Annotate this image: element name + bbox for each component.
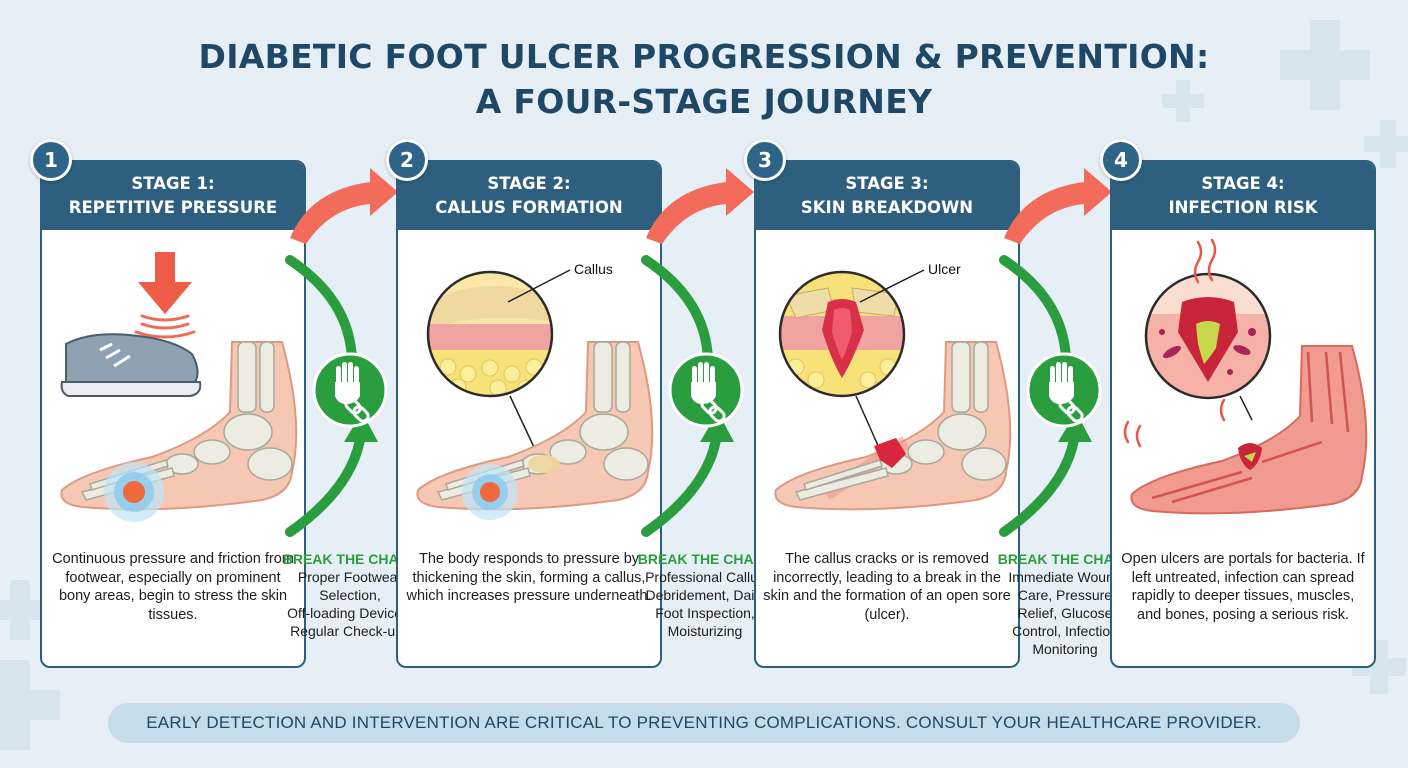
break-chain-3-item: Care, Pressure	[1017, 587, 1113, 603]
stage-1-title: STAGE 1:	[131, 174, 215, 193]
callout-label-callus: Callus	[574, 261, 613, 277]
break-chain-1-title: BREAK THE CHAIN:	[282, 551, 418, 567]
break-chain-2-item: Debridement, Daily	[645, 587, 765, 603]
break-chain-1-item: Selection,	[319, 587, 381, 603]
curved-arrow-icon	[285, 255, 357, 365]
stage-2-card: STAGE 2: CALLUS FORMATION Callus	[396, 160, 662, 668]
stage-2-subtitle: CALLUS FORMATION	[435, 198, 623, 217]
stage-1-illustration	[60, 252, 298, 522]
progress-arrow-icon	[1004, 168, 1112, 244]
break-chain-2-item: Professional Callus	[645, 569, 765, 585]
break-chain-1: BREAK THE CHAIN: Proper Footwear Selecti…	[280, 550, 420, 640]
break-chain-badge	[312, 352, 388, 428]
infection-closeup	[1146, 274, 1270, 398]
connector-3	[999, 168, 1112, 537]
stage-3-description: The callus cracks or is removed incorrec…	[763, 551, 1011, 623]
stage-2-description: The body responds to pressure by thicken…	[406, 551, 652, 604]
chain-link-icon	[700, 397, 726, 423]
break-chain-3: BREAK THE CHAIN: Immediate Wound Care, P…	[992, 550, 1138, 658]
infected-foot-icon	[1130, 345, 1368, 515]
stage-4-description: Open ulcers are portals for bacteria. If…	[1121, 551, 1365, 623]
down-arrow-icon	[138, 252, 192, 314]
stage-4-card: STAGE 4: INFECTION RISK	[1110, 160, 1376, 668]
break-chain-badge	[1026, 352, 1102, 428]
progress-arrow-icon	[646, 168, 754, 244]
break-chain-1-item: Proper Footwear	[297, 569, 403, 585]
connector-2	[641, 168, 754, 537]
skin-layer-closeup	[428, 272, 552, 396]
break-chain-1-item: Off-loading Devices,	[287, 605, 413, 621]
callout-label-ulcer: Ulcer	[928, 261, 961, 277]
heat-waves-icon	[1123, 238, 1226, 448]
stage-3-number-badge: 3	[744, 139, 786, 181]
break-chain-2-title: BREAK THE CHAIN:	[637, 551, 773, 567]
stage-2-illustration: Callus	[416, 261, 654, 520]
stage-4-subtitle: INFECTION RISK	[1168, 198, 1318, 217]
curved-arrow-icon	[641, 255, 713, 365]
stage-4-header: STAGE 4: INFECTION RISK	[1112, 162, 1374, 230]
ulcer-spot-icon	[874, 438, 906, 468]
stage-4-illustration	[1123, 238, 1368, 515]
break-chain-1-item: Regular Check-ups	[290, 623, 410, 639]
stage-2-title: STAGE 2:	[487, 174, 571, 193]
progress-arrow-icon	[290, 168, 398, 244]
stage-3-card: STAGE 3: SKIN BREAKDOWN Ulcer	[754, 160, 1020, 668]
stage-4-number-badge: 4	[1100, 139, 1142, 181]
foot-skeleton-icon	[774, 341, 1012, 511]
stage-3-subtitle: SKIN BREAKDOWN	[800, 198, 974, 217]
stage-2-header: STAGE 2: CALLUS FORMATION	[398, 162, 660, 230]
page-title: DIABETIC FOOT ULCER PROGRESSION & PREVEN…	[0, 34, 1408, 124]
stage-3-title: STAGE 3:	[845, 174, 929, 193]
break-chain-3-item: Control, Infection	[1012, 623, 1118, 639]
chain-link-icon	[344, 397, 370, 423]
break-chain-2-item: Moisturizing	[667, 623, 743, 639]
pressure-waves-icon	[134, 314, 196, 339]
stage-1-header: STAGE 1: REPETITIVE PRESSURE	[42, 162, 304, 230]
chain-link-icon	[1058, 397, 1084, 423]
pressure-hotspot-icon	[462, 464, 518, 520]
footer-banner: EARLY DETECTION AND INTERVENTION ARE CRI…	[108, 703, 1300, 743]
stage-4-title: STAGE 4:	[1201, 174, 1285, 193]
break-chain-badge	[668, 352, 744, 428]
hand-stop-icon	[1049, 362, 1074, 404]
title-line-2: A FOUR-STAGE JOURNEY	[475, 82, 933, 121]
callus-spot-icon	[528, 455, 560, 473]
break-chain-3-item: Immediate Wound	[1008, 569, 1122, 585]
break-chain-3-item: Relief, Glucose	[1017, 605, 1113, 621]
break-chain-3-item: Monitoring	[1032, 641, 1098, 657]
stage-2-number-badge: 2	[386, 139, 428, 181]
stage-3-illustration: Ulcer	[774, 261, 1012, 511]
stage-1-description: Continuous pressure and friction from fo…	[52, 551, 294, 623]
break-chain-2: BREAK THE CHAIN: Professional Callus Deb…	[634, 550, 776, 640]
break-chain-3-title: BREAK THE CHAIN:	[997, 551, 1133, 567]
stage-1-subtitle: REPETITIVE PRESSURE	[68, 198, 278, 217]
ulcer-closeup	[780, 272, 904, 396]
stage-1-number-badge: 1	[30, 139, 72, 181]
title-line-1: DIABETIC FOOT ULCER PROGRESSION & PREVEN…	[198, 37, 1210, 76]
sneaker-icon	[60, 333, 202, 397]
break-chain-2-item: Foot Inspection,	[655, 605, 755, 621]
connector-1	[285, 168, 398, 537]
stage-1-card: STAGE 1: REPETITIVE PRESSURE	[40, 160, 306, 668]
pressure-hotspot-icon	[104, 462, 164, 522]
curved-arrow-icon	[999, 255, 1071, 365]
stage-3-header: STAGE 3: SKIN BREAKDOWN	[756, 162, 1018, 230]
